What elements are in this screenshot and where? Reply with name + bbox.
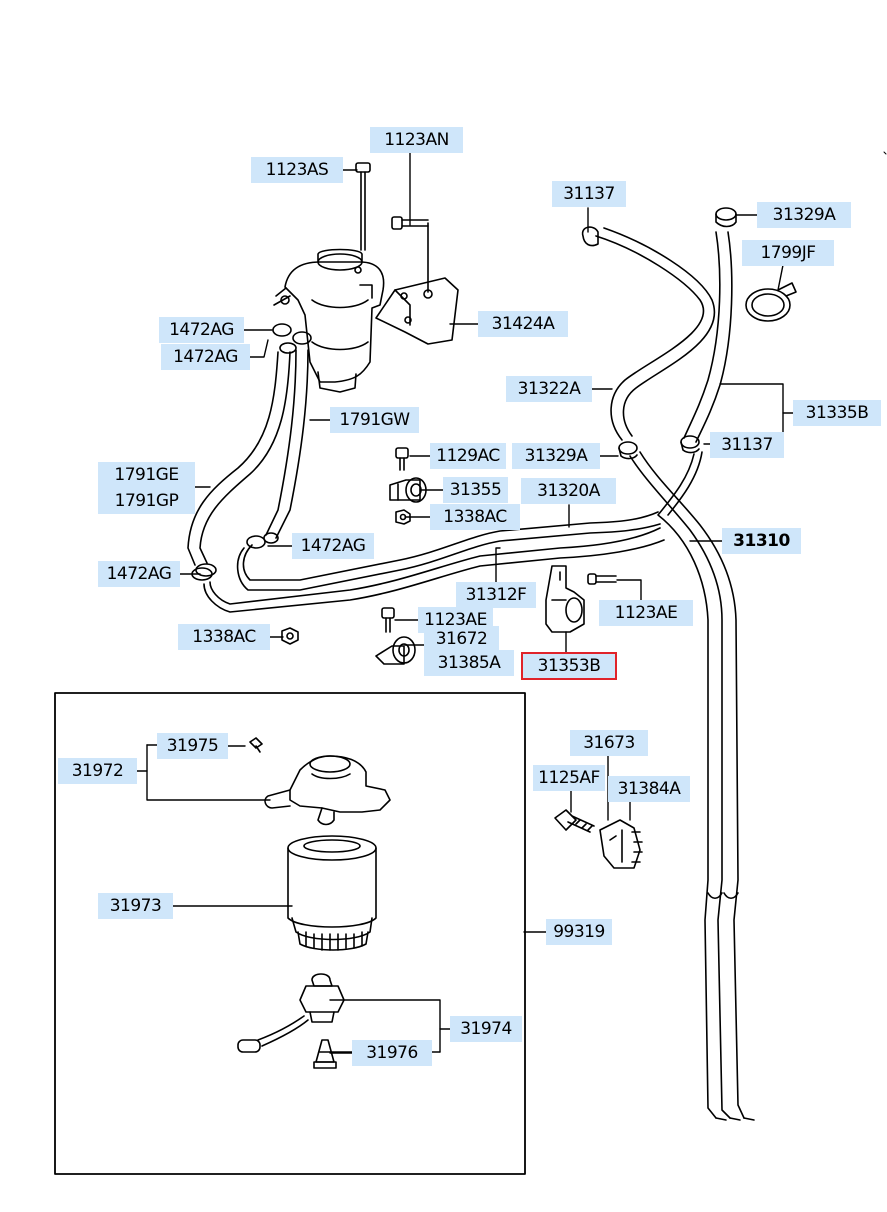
label-31424A[interactable]: 31424A <box>478 311 568 337</box>
hose-1791GW <box>263 349 309 544</box>
fuel-pump-assembly <box>273 248 385 393</box>
label-31312F[interactable]: 31312F <box>456 582 536 608</box>
label-31329A-top[interactable]: 31329A <box>757 202 851 228</box>
nut-1338AC-lower <box>281 627 299 645</box>
label-1791GW[interactable]: 1791GW <box>330 407 419 433</box>
bolt-1123AN <box>391 216 429 293</box>
clamp-1472AG-lower-left <box>191 567 213 581</box>
label-1338AC-a[interactable]: 1338AC <box>430 504 520 530</box>
label-31385A[interactable]: 31385A <box>424 650 514 676</box>
hose-31335B <box>683 231 733 443</box>
clamps-1472AG-upper <box>272 323 312 354</box>
label-31320A[interactable]: 31320A <box>521 478 616 504</box>
label-31355[interactable]: 31355 <box>443 477 508 503</box>
clip-1799JF <box>745 282 797 322</box>
bolt-1123AS <box>355 162 371 251</box>
filter-cartridge-31973 <box>287 835 377 951</box>
filter-head-31972 <box>264 755 391 826</box>
label-31972[interactable]: 31972 <box>58 758 137 784</box>
label-31384A[interactable]: 31384A <box>608 776 690 802</box>
screw-31975 <box>249 737 263 753</box>
clip-31385A <box>375 636 416 665</box>
label-1791GE[interactable]: 1791GE <box>98 462 195 488</box>
label-1123AS[interactable]: 1123AS <box>251 157 343 183</box>
label-31322A[interactable]: 31322A <box>506 376 592 402</box>
label-31973[interactable]: 31973 <box>98 893 173 919</box>
label-31329A-mid[interactable]: 31329A <box>512 443 600 469</box>
clip-31384A <box>599 819 643 869</box>
label-1129AC[interactable]: 1129AC <box>430 443 506 469</box>
label-1799JF[interactable]: 1799JF <box>742 240 834 266</box>
bracket-31424A <box>375 277 459 345</box>
label-31137-top[interactable]: 31137 <box>552 181 626 207</box>
filter-kit-box <box>54 692 526 1175</box>
label-31335B[interactable]: 31335B <box>793 400 881 426</box>
label-99319[interactable]: 99319 <box>546 919 612 945</box>
label-1472AG-d[interactable]: 1472AG <box>98 561 180 587</box>
label-31137-mid[interactable]: 31137 <box>710 432 784 458</box>
clamp-31137-mid <box>680 435 700 454</box>
bolt-1123AE-left <box>381 607 395 633</box>
hose-31322A <box>595 227 716 441</box>
label-31353B-selected[interactable]: 31353B <box>521 652 617 680</box>
leader-lines <box>136 151 794 1054</box>
bolt-1125AF <box>554 809 595 833</box>
label-31976[interactable]: 31976 <box>352 1040 432 1066</box>
bolt-1129AC <box>395 447 409 471</box>
clamp-31329A-mid <box>618 441 638 460</box>
label-31975[interactable]: 31975 <box>157 733 228 759</box>
label-1123AE-b[interactable]: 1123AE <box>599 600 693 626</box>
label-31672[interactable]: 31672 <box>424 626 499 652</box>
label-31974[interactable]: 31974 <box>450 1016 522 1042</box>
nut-1338AC-upper <box>395 509 411 525</box>
bolt-1123AE-right <box>587 573 617 585</box>
label-1791GP[interactable]: 1791GP <box>98 488 195 514</box>
label-1472AG-a[interactable]: 1472AG <box>159 317 244 343</box>
fuel-tube-31320A <box>203 511 665 613</box>
label-1125AF[interactable]: 1125AF <box>533 765 605 791</box>
clamp-31329A-top <box>715 207 737 228</box>
plug-31976 <box>313 1039 337 1069</box>
fuel-tube-31310 <box>629 451 755 1121</box>
sensor-31974 <box>237 973 345 1053</box>
label-31310[interactable]: 31310 <box>722 528 801 554</box>
clamp-1472AG-lower-right <box>246 535 266 549</box>
label-31673[interactable]: 31673 <box>570 730 648 756</box>
label-1123AN[interactable]: 1123AN <box>370 127 463 153</box>
label-1338AC-b[interactable]: 1338AC <box>178 624 270 650</box>
label-1472AG-b[interactable]: 1472AG <box>161 344 250 370</box>
label-1472AG-c[interactable]: 1472AG <box>292 533 374 559</box>
clip-31355 <box>389 477 427 503</box>
bracket-31353B <box>545 565 585 633</box>
clamp-31137-top <box>581 226 599 247</box>
